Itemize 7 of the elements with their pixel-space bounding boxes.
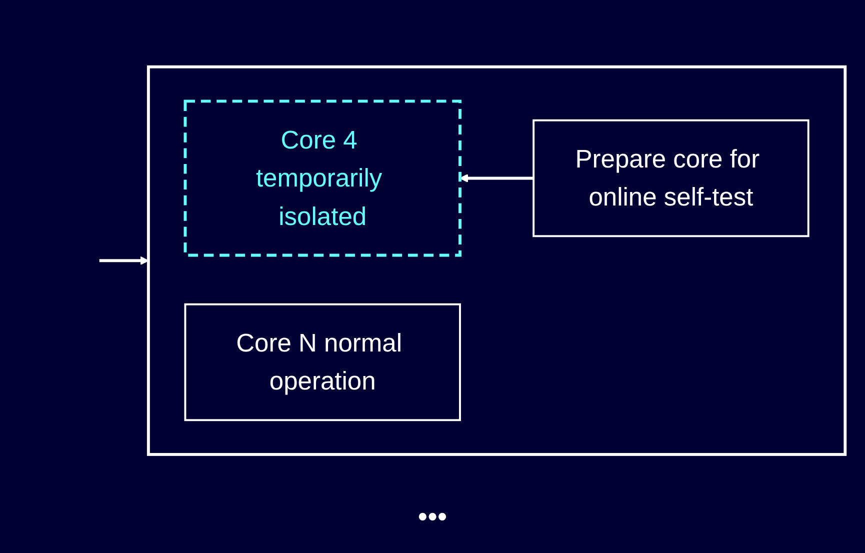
node-box: Core 4 temporarily isolated xyxy=(183,100,461,257)
cluster xyxy=(146,65,846,456)
arrow xyxy=(98,256,148,265)
arrow xyxy=(459,174,534,182)
ellipsis-mark: ••• xyxy=(418,500,448,532)
node-box: Core N normal operation xyxy=(184,303,460,421)
node-box: Prepare core for online self-test xyxy=(532,119,809,237)
